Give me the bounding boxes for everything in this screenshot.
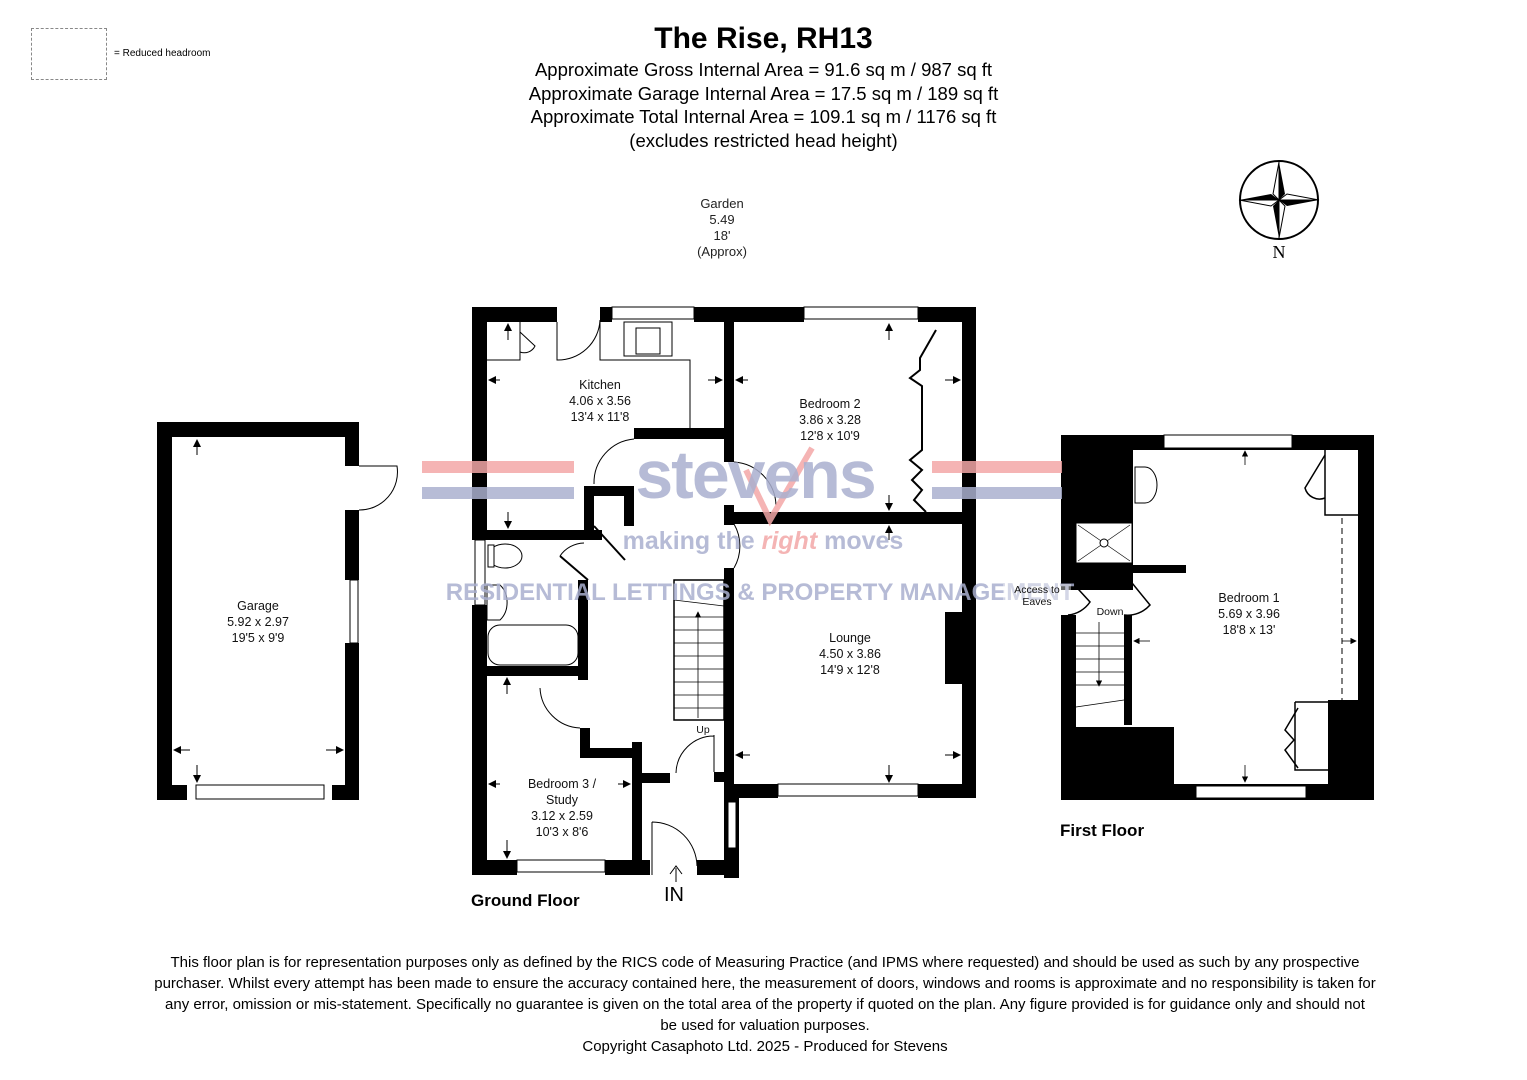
access-to-eaves-label: Access to Eaves: [1003, 584, 1071, 608]
room-imperial: 10'3 x 8'6: [535, 825, 589, 839]
room-name: Bedroom 1: [1218, 591, 1280, 605]
ground-floor-label: Ground Floor: [471, 891, 580, 910]
disclaimer-line: purchaser. Whilst every attempt has been…: [154, 975, 1376, 992]
page-title: The Rise, RH13: [654, 22, 873, 55]
room-name: Garage: [237, 599, 279, 613]
room-label-garage: Garage 5.92 x 2.97 19'5 x 9'9: [193, 598, 323, 646]
area-summary: Approximate Gross Internal Area = 91.6 s…: [0, 58, 1527, 152]
room-name: Bedroom 2: [799, 397, 861, 411]
gross-area-line: Approximate Gross Internal Area = 91.6 s…: [534, 59, 993, 80]
compass-rose-icon: N: [1237, 160, 1321, 262]
garage-plan: [157, 422, 398, 800]
disclaimer-line: This floor plan is for representation pu…: [170, 954, 1360, 971]
room-label-bedroom-3: Bedroom 3 / Study 3.12 x 2.59 10'3 x 8'6: [502, 776, 622, 840]
first-floor-label: First Floor: [1060, 821, 1145, 840]
room-label-lounge: Lounge 4.50 x 3.86 14'9 x 12'8: [790, 630, 910, 678]
total-area-line: Approximate Total Internal Area = 109.1 …: [530, 106, 997, 127]
room-imperial: 12'8 x 10'9: [800, 429, 860, 443]
eaves-label-line2: Eaves: [1022, 596, 1052, 608]
room-label-bedroom-1: Bedroom 1 5.69 x 3.96 18'8 x 13': [1189, 590, 1309, 638]
room-name: Kitchen: [579, 378, 621, 392]
room-metric: 4.06 x 3.56: [569, 394, 631, 408]
room-imperial: 19'5 x 9'9: [231, 631, 285, 645]
north-label: N: [1273, 242, 1286, 260]
reduced-headroom-legend-symbol: [31, 28, 107, 80]
room-metric: 4.50 x 3.86: [819, 647, 881, 661]
garden-note: (Approx): [697, 244, 747, 259]
stairs-up-label: Up: [696, 724, 710, 736]
disclaimer-line: be used for valuation purposes.: [660, 1017, 870, 1034]
garden-metric: 5.49: [709, 212, 735, 227]
copyright-line: Copyright Casaphoto Ltd. 2025 - Produced…: [582, 1038, 948, 1055]
garage-area-line: Approximate Garage Internal Area = 17.5 …: [528, 82, 999, 104]
room-imperial: 14'9 x 12'8: [820, 663, 880, 677]
area-note-line: (excludes restricted head height): [629, 129, 898, 151]
room-metric: 3.12 x 2.59: [531, 809, 593, 823]
disclaimer: This floor plan is for representation pu…: [95, 952, 1435, 1057]
garden-name: Garden: [700, 196, 744, 211]
room-label-bedroom-2: Bedroom 2 3.86 x 3.28 12'8 x 10'9: [770, 396, 890, 444]
room-name: Lounge: [829, 631, 871, 645]
room-name-line2: Study: [546, 793, 578, 807]
room-imperial: 13'4 x 11'8: [570, 410, 630, 424]
stairs-down-label: Down: [1096, 606, 1124, 618]
room-metric: 5.69 x 3.96: [1218, 607, 1280, 621]
room-metric: 5.92 x 2.97: [227, 615, 289, 629]
entrance-label: IN: [664, 884, 684, 906]
room-metric: 3.86 x 3.28: [799, 413, 861, 427]
garden-label: Garden 5.49 18' (Approx): [672, 196, 772, 260]
room-label-kitchen: Kitchen 4.06 x 3.56 13'4 x 11'8: [540, 377, 660, 425]
ground-floor-plan: [472, 306, 976, 882]
disclaimer-line: any error, omission or mis-statement. Sp…: [165, 996, 1365, 1013]
reduced-headroom-legend-text: = Reduced headroom: [114, 48, 211, 59]
first-floor-plan: [1061, 434, 1374, 800]
room-name: Bedroom 3 /: [527, 777, 597, 791]
garden-imperial: 18': [713, 228, 731, 243]
eaves-label-line1: Access to: [1014, 584, 1060, 596]
room-imperial: 18'8 x 13': [1222, 623, 1276, 637]
